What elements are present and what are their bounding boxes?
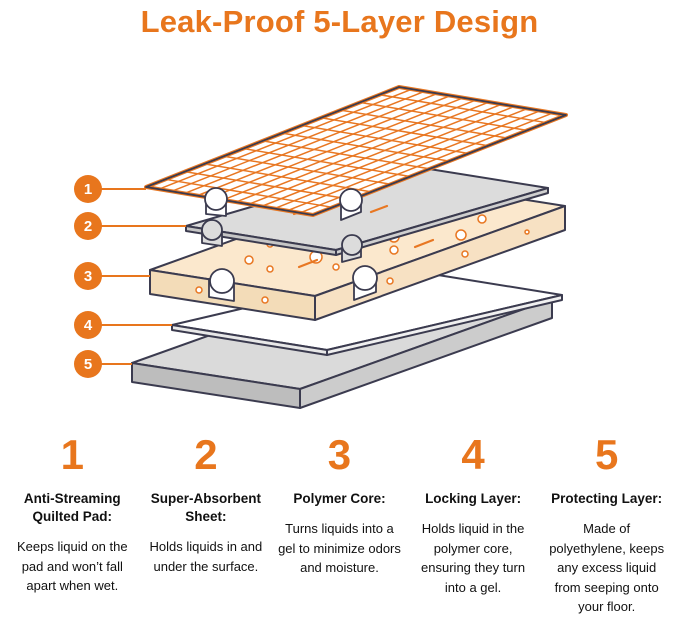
legend-number-5: 5 — [594, 431, 619, 478]
leader-line-4 — [101, 324, 172, 326]
legend-item-4: 4 Locking Layer: Holds liquid in the pol… — [411, 434, 536, 617]
legend-number-2: 2 — [194, 431, 218, 478]
diagram-badge-3: 3 — [74, 262, 102, 290]
leader-line-1 — [101, 188, 146, 190]
legend-description-3: Turns liquids into a gel to minimize odo… — [278, 521, 401, 576]
quilted-mesh-top-pad — [144, 85, 568, 221]
legend-item-1: 1 Anti-Streaming Quilted Pad: Keeps liqu… — [10, 434, 135, 617]
core-notches — [208, 265, 378, 302]
legend-number-4: 4 — [461, 431, 485, 478]
diagram-badge-1: 1 — [74, 175, 102, 203]
legend-description-5: Made of polyethylene, keeps any excess l… — [549, 521, 665, 615]
legend-item-2: 2 Super-Absorbent Sheet: Holds liquids i… — [144, 434, 269, 617]
legend-number-3: 3 — [327, 431, 352, 478]
leader-line-5 — [101, 363, 132, 365]
legend-title-4: Locking Layer: — [425, 491, 522, 506]
page-title: Leak-Proof 5-Layer Design — [140, 4, 539, 39]
diagram-badge-4: 4 — [74, 311, 102, 339]
legend-title-1: Anti-Streaming Quilted Pad: — [23, 491, 121, 525]
legend-description-4: Holds liquid in the polymer core, ensuri… — [421, 521, 526, 595]
mesh-grid-lines — [145, 86, 567, 216]
legend-item-5: 5 Protecting Layer: Made of polyethylene… — [544, 434, 669, 617]
leader-line-3 — [101, 275, 150, 277]
legend-title-3: Polymer Core: — [293, 491, 386, 506]
legend-item-3: 3 Polymer Core: Turns liquids into a gel… — [277, 434, 402, 617]
super-absorbent-sheet — [185, 163, 549, 263]
locking-layer-sheet — [171, 269, 563, 356]
layer-diagram-art — [131, 85, 568, 409]
sheet-notches — [201, 219, 363, 263]
leader-line-2 — [101, 225, 186, 227]
legend-title-2: Super-Absorbent Sheet: — [150, 491, 262, 525]
legend-description-1: Keeps liquid on the pad and won’t fall a… — [17, 539, 128, 594]
diagram-badge-5: 5 — [74, 350, 102, 378]
mesh-notches — [204, 187, 363, 221]
diagram-badge-2: 2 — [74, 212, 102, 240]
legend: 1 Anti-Streaming Quilted Pad: Keeps liqu… — [0, 434, 679, 617]
legend-number-1: 1 — [60, 431, 84, 478]
legend-description-2: Holds liquids in and under the surface. — [149, 539, 263, 574]
exploded-layer-diagram: 1 2 3 4 5 — [0, 48, 679, 430]
legend-title-5: Protecting Layer: — [551, 491, 663, 506]
